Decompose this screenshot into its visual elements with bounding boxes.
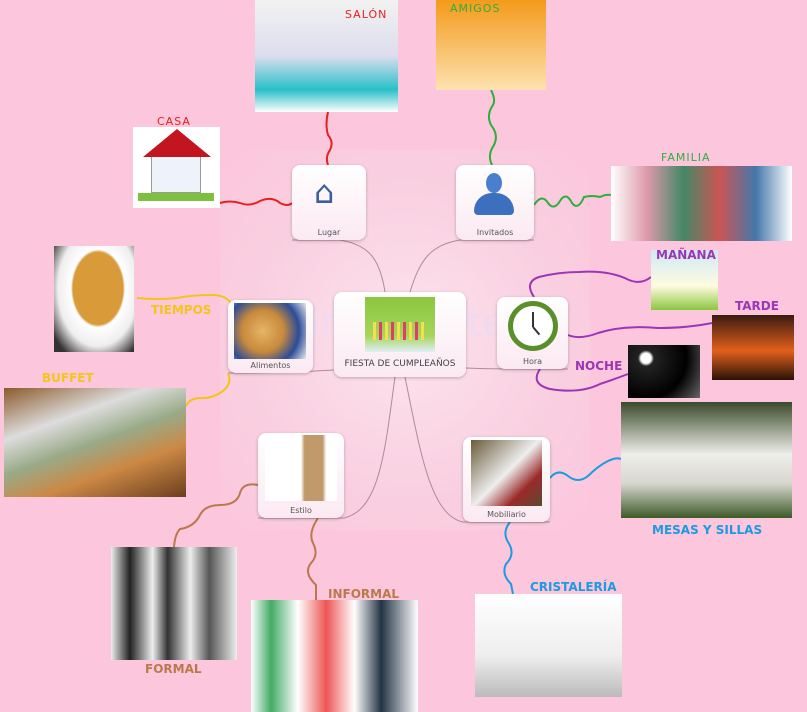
line-salon — [325, 111, 333, 166]
node-mobiliario[interactable]: Mobiliario — [463, 437, 550, 522]
central-topic-label: FIESTA DE CUMPLEAÑOS — [344, 359, 456, 369]
house-icon: ⌂ — [314, 173, 335, 211]
tiempos-image — [54, 246, 134, 352]
leaf-informal[interactable]: INFORMAL — [328, 587, 400, 601]
branch-invitados — [409, 239, 534, 293]
node-estilo[interactable]: Estilo — [258, 433, 344, 518]
branch-mobiliario — [404, 376, 550, 523]
node-invitados-label: Invitados — [476, 228, 514, 237]
line-noche — [535, 368, 629, 392]
leaf-mesas-y-sillas[interactable]: MESAS Y SILLAS — [652, 523, 763, 537]
node-hora-label: Hora — [522, 357, 543, 366]
line-mesas — [549, 457, 622, 481]
informal-image — [251, 600, 418, 712]
salon-image — [255, 0, 398, 112]
manana-image — [651, 250, 718, 310]
node-mobiliario-label: Mobiliario — [487, 510, 526, 519]
line-tiempos — [136, 293, 233, 306]
leaf-formal[interactable]: FORMAL — [145, 662, 202, 676]
leaf-amigos[interactable]: AMIGOS — [450, 2, 501, 15]
node-lugar[interactable]: ⌂ Lugar — [292, 165, 366, 240]
leaf-noche[interactable]: NOCHE — [575, 359, 623, 373]
node-hora[interactable]: Hora — [497, 297, 568, 369]
clothes-image — [265, 435, 337, 501]
node-alimentos-label: Alimentos — [250, 361, 291, 370]
line-formal — [173, 483, 259, 548]
line-casa — [219, 197, 293, 206]
line-amigos — [487, 89, 497, 166]
central-topic[interactable]: FIESTA DE CUMPLEAÑOS — [334, 292, 466, 377]
node-estilo-label: Estilo — [290, 506, 312, 515]
leaf-salon[interactable]: SALÓN — [345, 8, 388, 21]
node-lugar-label: Lugar — [317, 228, 341, 237]
banquet-table-image — [471, 440, 542, 506]
familia-image — [611, 166, 792, 241]
food-image — [234, 303, 306, 359]
node-alimentos[interactable]: Alimentos — [228, 300, 313, 373]
clock-icon — [508, 301, 558, 351]
leaf-tiempos[interactable]: TIEMPOS — [151, 303, 212, 317]
leaf-familia[interactable]: FAMILIA — [661, 151, 711, 164]
noche-image — [628, 345, 700, 398]
line-buffet — [185, 372, 231, 407]
line-cristaleria — [503, 521, 514, 595]
branch-estilo — [258, 376, 396, 519]
casa-image — [133, 127, 220, 208]
cristaleria-image — [475, 594, 622, 697]
line-informal — [306, 517, 319, 600]
amigos-image — [436, 0, 546, 90]
leaf-cristaleria[interactable]: CRISTALERÍA — [530, 580, 617, 594]
mesas-image — [621, 402, 792, 518]
line-familia — [533, 193, 612, 208]
line-tarde — [567, 322, 713, 339]
leaf-buffet[interactable]: BUFFET — [42, 371, 94, 385]
tarde-image — [712, 315, 794, 380]
buffet-image — [4, 388, 186, 497]
birthday-candles-image — [365, 297, 435, 352]
people-icon — [472, 173, 516, 217]
leaf-manana[interactable]: MAÑANA — [656, 248, 716, 262]
leaf-tarde[interactable]: TARDE — [735, 299, 779, 313]
leaf-casa[interactable]: CASA — [157, 115, 191, 128]
branch-lugar — [292, 239, 386, 293]
formal-image — [111, 547, 237, 660]
node-invitados[interactable]: Invitados — [456, 165, 534, 240]
line-manana — [529, 270, 652, 298]
